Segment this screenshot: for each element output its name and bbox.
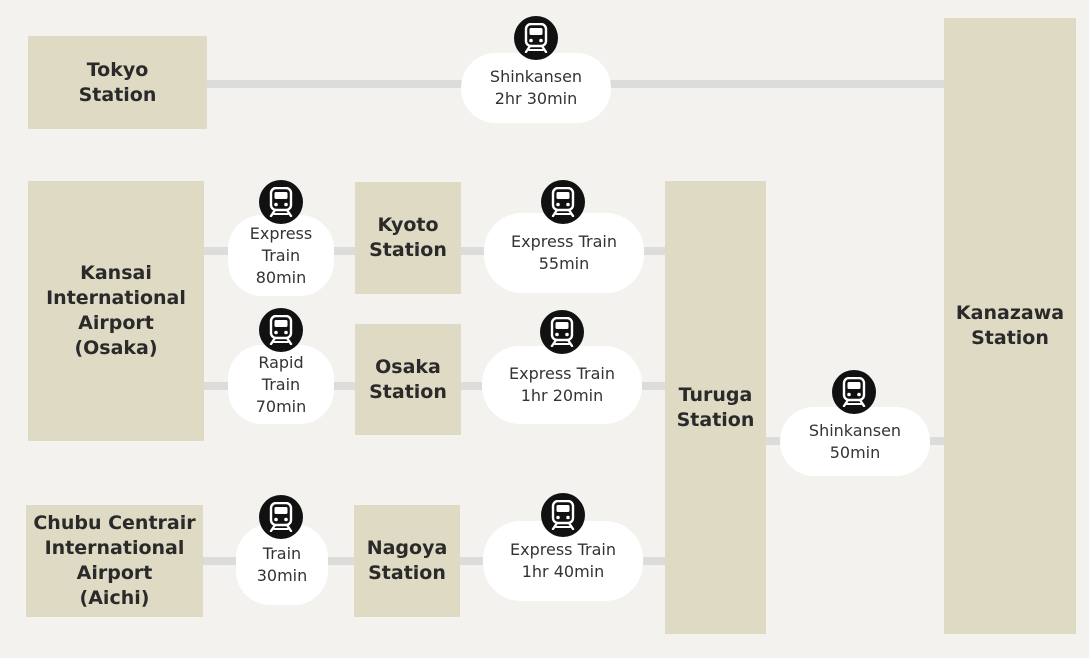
route-label: Shinkansen 50min — [808, 420, 902, 462]
train-icon — [541, 180, 585, 224]
station-name: Chubu Centrair International Airport (Ai… — [33, 512, 196, 609]
route-osaka-turuga: Express Train 1hr 20min — [482, 346, 642, 424]
train-icon — [514, 16, 558, 60]
station-name: Kyoto Station — [369, 214, 447, 261]
route-kyoto-turuga: Express Train 55min — [484, 213, 644, 293]
station-name: Tokyo Station — [78, 58, 157, 106]
route-label: Express Train 1hr 40min — [510, 540, 616, 581]
route-kansai-osaka: Rapid Train 70min — [228, 345, 334, 424]
station-name: Turuga Station — [676, 383, 755, 431]
station-nagoya: Nagoya Station — [354, 505, 460, 617]
route-turuga-kanazawa: Shinkansen 50min — [780, 407, 930, 476]
route-tokyo-kanazawa: Shinkansen 2hr 30min — [461, 53, 611, 123]
train-icon — [259, 308, 303, 352]
route-label: Express Train 80min — [249, 223, 313, 287]
train-icon — [259, 495, 303, 539]
train-icon — [259, 180, 303, 224]
route-kansai-kyoto: Express Train 80min — [228, 215, 334, 296]
train-icon — [832, 370, 876, 414]
route-label: Shinkansen 2hr 30min — [489, 67, 583, 108]
station-chubu-airport: Chubu Centrair International Airport (Ai… — [26, 505, 203, 617]
route-label: Rapid Train 70min — [255, 352, 307, 416]
train-icon — [540, 310, 584, 354]
route-label: Train 30min — [256, 543, 308, 585]
station-name: Kansai International Airport (Osaka) — [46, 262, 186, 359]
route-chubu-nagoya: Train 30min — [236, 524, 328, 605]
station-kansai-airport: Kansai International Airport (Osaka) — [28, 181, 204, 441]
station-name: Kanazawa Station — [955, 302, 1065, 349]
station-name: Nagoya Station — [366, 537, 448, 584]
station-tokyo: Tokyo Station — [28, 36, 207, 129]
station-name: Osaka Station — [369, 355, 447, 403]
route-label: Express Train 1hr 20min — [509, 364, 615, 405]
station-kanazawa: Kanazawa Station — [944, 18, 1076, 634]
station-osaka: Osaka Station — [355, 324, 461, 435]
station-kyoto: Kyoto Station — [355, 182, 461, 294]
route-label: Express Train 55min — [511, 232, 617, 273]
station-turuga: Turuga Station — [665, 181, 766, 634]
train-icon — [541, 493, 585, 537]
route-nagoya-turuga: Express Train 1hr 40min — [483, 521, 643, 601]
